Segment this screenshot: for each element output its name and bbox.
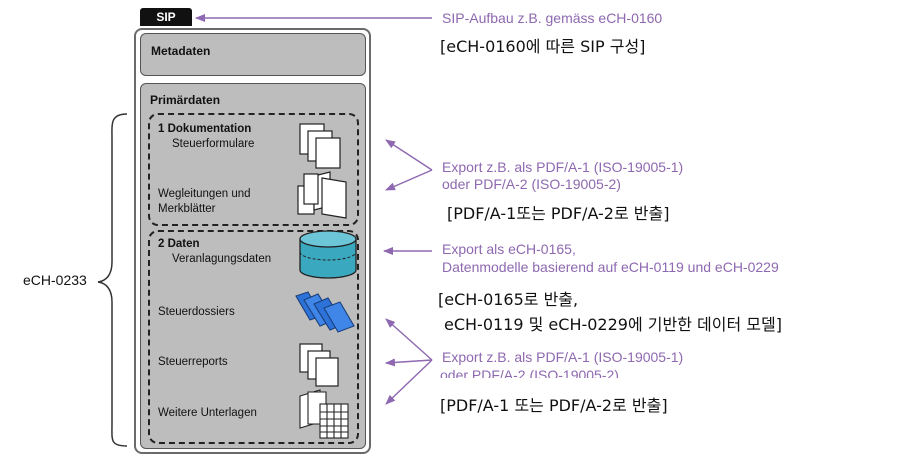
export2-line1: Export als eCH-0165, bbox=[442, 241, 576, 257]
export1-korean: [PDF/A-1또는 PDF/A-2로 반출] bbox=[447, 204, 670, 223]
export3-arrow-outline bbox=[385, 358, 433, 367]
export1-line2: oder PDF/A-2 (ISO-19005-2) bbox=[442, 176, 621, 192]
data-title: 2 Daten bbox=[158, 238, 200, 250]
export2-korean2: eCH-0119 및 eCH-0229에 기반한 데이터 모델] bbox=[444, 315, 782, 334]
documentation-group bbox=[148, 113, 359, 226]
export3-korean: [PDF/A-1 또는 PDF/A-2로 반출] bbox=[440, 396, 668, 415]
export3-line2-clip: oder PDF/A-2 (ISO-19005-2) bbox=[440, 367, 700, 378]
export1-arrow-outline bbox=[385, 139, 433, 171]
data-group bbox=[148, 230, 359, 444]
export3-line1: Export z.B. als PDF/A-1 (ISO-19005-1) bbox=[442, 349, 684, 365]
export2-korean1: [eCH-0165로 반출, bbox=[438, 290, 579, 309]
spreadsheet-doc-icon bbox=[299, 389, 349, 439]
database-icon bbox=[299, 230, 357, 279]
export1-arrow-outline bbox=[385, 169, 433, 191]
export3-line2: oder PDF/A-2 (ISO-19005-2) bbox=[440, 367, 619, 378]
document-stack-icon bbox=[299, 343, 339, 387]
item-steuerdossiers: Steuerdossiers bbox=[158, 306, 235, 318]
sip-label: SIP bbox=[140, 8, 192, 26]
export3-arrow-outline bbox=[385, 359, 433, 405]
ech-0233-brace bbox=[97, 113, 128, 447]
metadata-box bbox=[140, 33, 366, 76]
item-weitere-unterlagen: Weitere Unterlagen bbox=[158, 407, 257, 419]
documentation-title: 1 Dokumentation bbox=[158, 123, 252, 135]
item-steuerreports: Steuerreports bbox=[158, 356, 228, 368]
ech-0233-label: eCH-0233 bbox=[23, 272, 87, 288]
export1-line1: Export z.B. als PDF/A-1 (ISO-19005-1) bbox=[442, 159, 684, 175]
item-merkblaetter: Merkblätter bbox=[158, 203, 216, 215]
folder-stack-icon bbox=[295, 291, 355, 333]
item-steuerformulare: Steuerformulare bbox=[172, 138, 255, 150]
primary-data-title: Primärdaten bbox=[150, 93, 221, 107]
binder-icon bbox=[297, 171, 347, 219]
metadata-title: Metadaten bbox=[151, 44, 211, 58]
export3-arrow-outline bbox=[385, 318, 433, 361]
export2-line2: Datenmodelle basierend auf eCH-0119 und … bbox=[442, 259, 779, 275]
item-wegleitungen: Wegleitungen und bbox=[158, 188, 251, 200]
sip-annotation-korean: [eCH-0160에 따른 SIP 구성] bbox=[440, 37, 646, 56]
sip-annotation: SIP-Aufbau z.B. gemäss eCH-0160 bbox=[442, 10, 663, 26]
document-stack-icon bbox=[299, 123, 341, 169]
item-veranlagungsdaten: Veranlagungsdaten bbox=[172, 253, 272, 265]
